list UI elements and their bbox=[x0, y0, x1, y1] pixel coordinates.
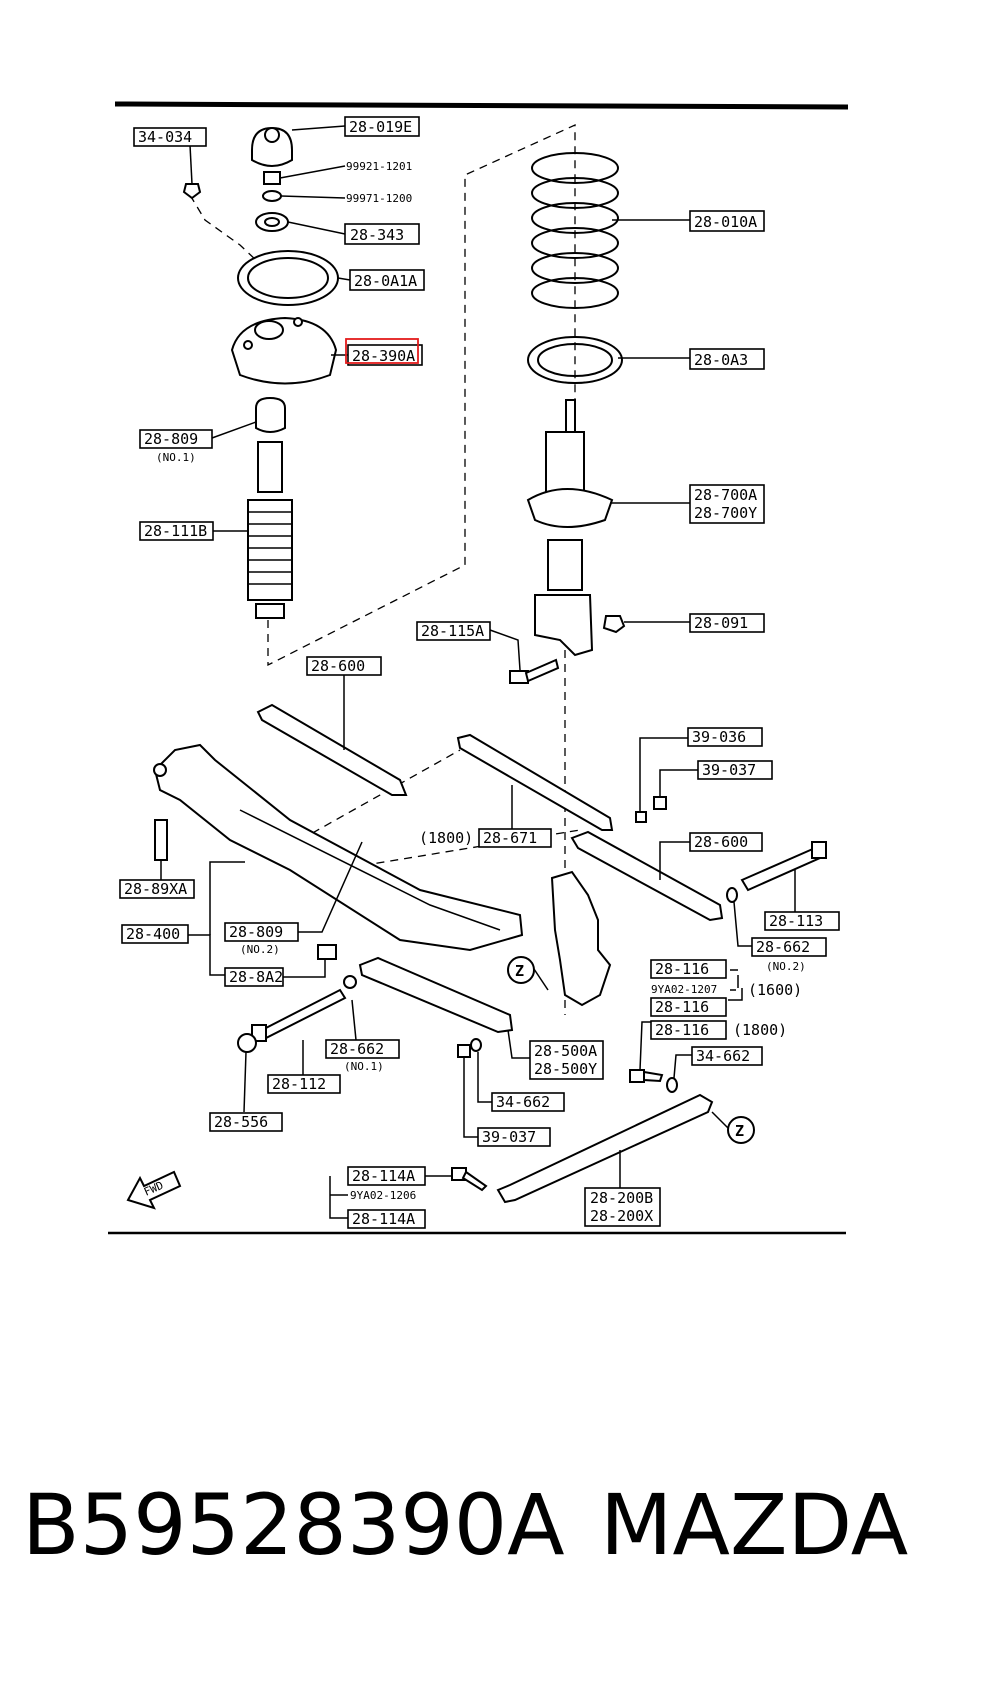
label-34-662: 34-662 bbox=[696, 1047, 750, 1065]
label-1800: (1800) bbox=[733, 1021, 787, 1039]
label-28-343: 28-343 bbox=[350, 226, 404, 244]
label-28-116: 28-116 bbox=[655, 1021, 709, 1039]
label-39-036: 39-036 bbox=[692, 728, 746, 746]
washer-icon bbox=[666, 1077, 678, 1093]
z-marker-label: Z bbox=[735, 1122, 744, 1140]
mount-nut-icon bbox=[182, 183, 202, 200]
label-28-600: 28-600 bbox=[311, 657, 365, 675]
lower-link-icon bbox=[358, 956, 514, 1034]
label-28-662: 28-662 bbox=[756, 938, 810, 956]
label-no2: (NO.2) bbox=[240, 943, 280, 956]
label-28-019E: 28-019E bbox=[349, 118, 412, 136]
part-number: B59528390A bbox=[22, 1476, 565, 1574]
mount-insulator-ring-icon bbox=[237, 250, 339, 306]
crossmember-icon bbox=[153, 743, 524, 952]
label-no1: (NO.1) bbox=[344, 1060, 384, 1073]
nut-icon bbox=[263, 171, 281, 185]
label-9YA02-1207: 9YA02-1207 bbox=[651, 983, 717, 996]
label-28-8A2: 28-8A2 bbox=[229, 968, 283, 986]
label-28-0A1A: 28-0A1A bbox=[354, 272, 417, 290]
label-28-809: 28-809 bbox=[144, 430, 198, 448]
z-marker-label: Z bbox=[515, 962, 524, 980]
part-caption: B59528390A MAZDA bbox=[22, 1470, 908, 1580]
nut-icon bbox=[635, 811, 647, 823]
label-28-0A3: 28-0A3 bbox=[694, 351, 748, 369]
washer-icon bbox=[470, 1038, 482, 1052]
shock-absorber-icon bbox=[526, 399, 614, 657]
fwd-arrow-icon: FWD bbox=[126, 1170, 182, 1210]
label-9YA02-1206: 9YA02-1206 bbox=[350, 1189, 416, 1202]
bushing-icon bbox=[317, 944, 337, 960]
label-1600: (1600) bbox=[748, 981, 802, 999]
label-28-700Y: 28-700Y bbox=[694, 504, 757, 522]
lateral-link-rear-icon bbox=[570, 830, 724, 922]
bushing-bolt-icon bbox=[154, 819, 168, 861]
trailing-knuckle-icon bbox=[550, 870, 612, 1007]
front-bolt-icon bbox=[451, 1167, 488, 1192]
label-28-114A: 28-114A bbox=[352, 1210, 415, 1228]
label-28-116: 28-116 bbox=[655, 998, 709, 1016]
label-28-89XA: 28-89XA bbox=[124, 880, 187, 898]
label-28-200X: 28-200X bbox=[590, 1207, 653, 1225]
label-28-112: 28-112 bbox=[272, 1075, 326, 1093]
stabilizer-bar-link-icon bbox=[456, 733, 614, 831]
label-28-114A: 28-114A bbox=[352, 1167, 415, 1185]
label-28-500Y: 28-500Y bbox=[534, 1060, 597, 1078]
lateral-link-upper-icon bbox=[256, 703, 408, 796]
label-no1: (NO.1) bbox=[156, 451, 196, 464]
label-no2: (NO.2) bbox=[766, 960, 806, 973]
z-marker: Z bbox=[507, 956, 535, 984]
label-28-390A: 28-390A bbox=[352, 347, 415, 365]
label-1800: (1800) bbox=[419, 829, 473, 847]
label-28-600: 28-600 bbox=[694, 833, 748, 851]
label-39-037: 39-037 bbox=[482, 1128, 536, 1146]
label-34-662: 34-662 bbox=[496, 1093, 550, 1111]
nut-icon bbox=[653, 796, 667, 810]
label-99921-1201: 99921-1201 bbox=[346, 160, 412, 173]
dust-boot-icon bbox=[247, 441, 293, 619]
cap-icon bbox=[237, 1033, 257, 1053]
label-28-671: 28-671 bbox=[483, 829, 537, 847]
label-28-113: 28-113 bbox=[769, 912, 823, 930]
spring-seat-icon bbox=[527, 336, 623, 384]
label-28-400: 28-400 bbox=[126, 925, 180, 943]
label-99971-1200: 99971-1200 bbox=[346, 192, 412, 205]
washer-icon bbox=[262, 190, 282, 202]
label-28-200B: 28-200B bbox=[590, 1189, 653, 1207]
label-28-116: 28-116 bbox=[655, 960, 709, 978]
label-28-662: 28-662 bbox=[330, 1040, 384, 1058]
link-bolt-icon bbox=[629, 1069, 664, 1083]
coil-spring-icon bbox=[531, 152, 619, 309]
strut-mount-icon bbox=[230, 316, 338, 385]
label-39-037: 39-037 bbox=[702, 761, 756, 779]
label-28-809: 28-809 bbox=[229, 923, 283, 941]
label-28-010A: 28-010A bbox=[694, 213, 757, 231]
label-28-500A: 28-500A bbox=[534, 1042, 597, 1060]
label-28-556: 28-556 bbox=[214, 1113, 268, 1131]
trailing-link-icon bbox=[496, 1093, 714, 1204]
label-34-034: 34-034 bbox=[138, 128, 192, 146]
label-28-115A: 28-115A bbox=[421, 622, 484, 640]
z-marker: Z bbox=[727, 1116, 755, 1144]
adjust-bolt-icon bbox=[740, 841, 827, 892]
strut-nut-icon bbox=[602, 615, 626, 634]
top-rule bbox=[114, 101, 849, 110]
label-28-111B: 28-111B bbox=[144, 522, 207, 540]
spacer-icon bbox=[255, 212, 289, 232]
label-28-700A: 28-700A bbox=[694, 486, 757, 504]
nut-icon bbox=[457, 1044, 471, 1058]
label-28-091: 28-091 bbox=[694, 614, 748, 632]
bound-bumper-icon bbox=[255, 396, 286, 433]
highlight-box bbox=[345, 338, 419, 364]
strut-bolt-icon bbox=[509, 658, 560, 684]
cross-bolt-icon bbox=[251, 988, 347, 1042]
washer-icon bbox=[726, 887, 738, 903]
brand-name: MAZDA bbox=[600, 1476, 909, 1574]
nut-icon bbox=[343, 975, 357, 989]
bound-stopper-icon bbox=[251, 126, 293, 167]
